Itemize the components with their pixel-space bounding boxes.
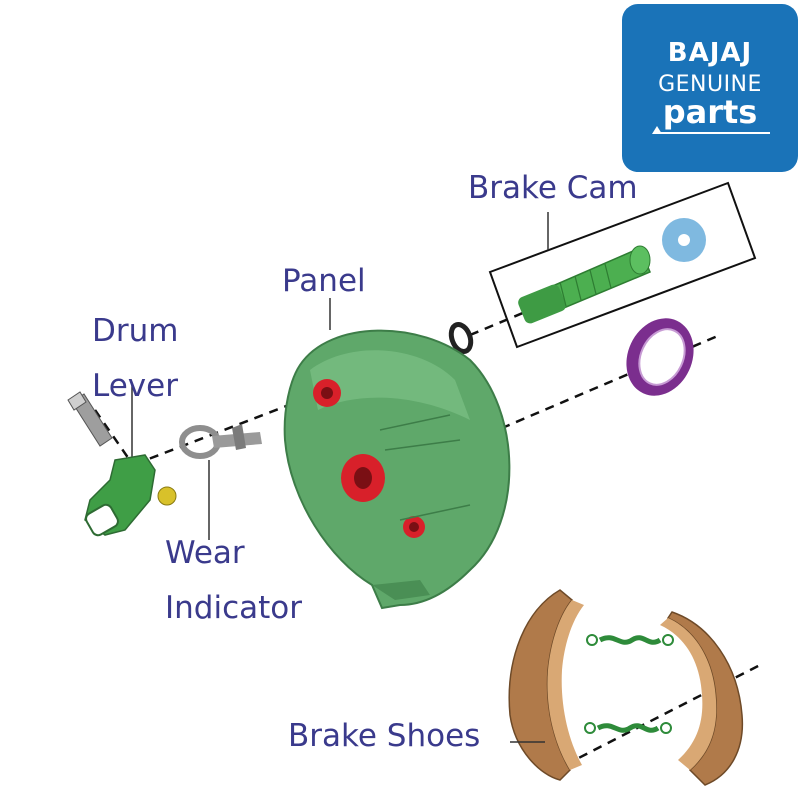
washer-icon xyxy=(662,218,706,262)
o-ring-icon xyxy=(448,321,474,355)
logo-underline xyxy=(658,132,770,134)
logo-line-parts: parts xyxy=(662,93,758,131)
spring-icon xyxy=(596,635,662,733)
label-indicator: Indicator xyxy=(165,590,302,626)
brake-cam-icon xyxy=(518,245,651,324)
brake-shoes-icon xyxy=(508,589,744,786)
label-lever: Lever xyxy=(92,368,178,404)
label-brake-cam: Brake Cam xyxy=(468,170,638,206)
drum-lever-icon xyxy=(84,385,156,537)
logo-tick-icon xyxy=(652,126,662,134)
wear-indicator-icon xyxy=(179,424,262,540)
label-panel: Panel xyxy=(282,263,366,299)
bolt-icon xyxy=(67,391,113,447)
brake-panel-icon xyxy=(283,298,511,610)
cam-axis-line xyxy=(469,308,531,337)
nut-icon xyxy=(157,486,177,506)
spring-hooks xyxy=(584,634,674,734)
logo-line-genuine: GENUINE xyxy=(658,72,762,97)
brake-cam-box xyxy=(488,181,757,349)
label-drum: Drum xyxy=(92,313,179,349)
label-brake-shoes: Brake Shoes xyxy=(288,718,481,754)
bajaj-genuine-parts-logo: BAJAJ GENUINE parts xyxy=(622,4,798,172)
label-wear: Wear xyxy=(165,535,245,571)
oil-seal-icon xyxy=(626,318,694,396)
brake-cam-box-outline xyxy=(488,181,757,349)
logo-brand: BAJAJ xyxy=(667,38,753,68)
